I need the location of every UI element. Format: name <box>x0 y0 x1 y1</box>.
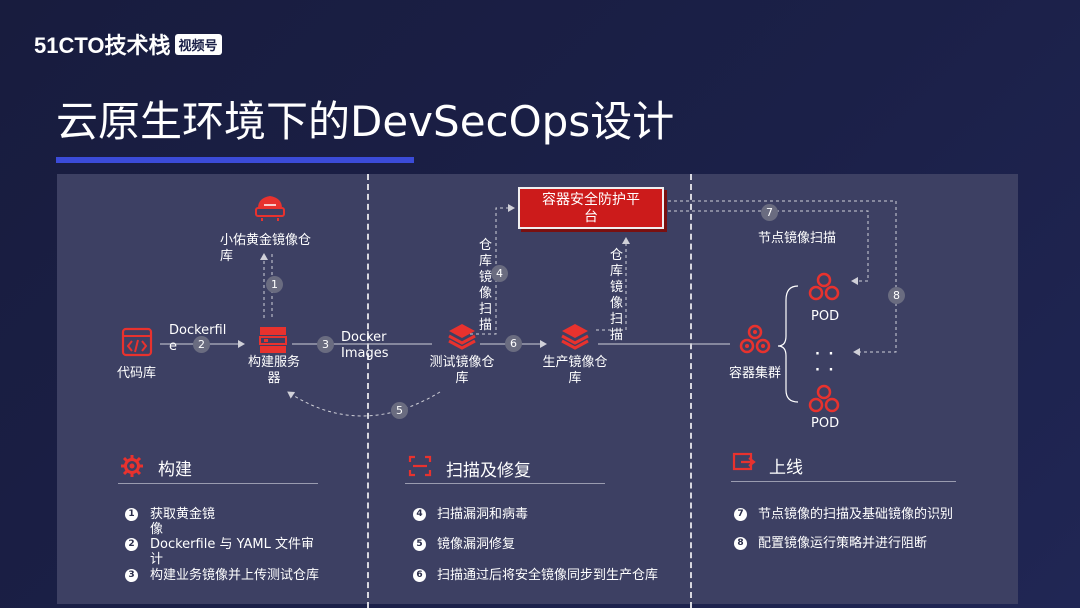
section-deploy-title: 上线 <box>769 458 803 478</box>
build-item-1: 获取黄金镜 像 <box>150 507 216 537</box>
section-build-underline <box>118 483 318 484</box>
pod-bottom-icon <box>808 384 840 413</box>
page-title: 云原生环境下的DevSecOps设计 <box>56 97 675 146</box>
golden-repo-icon <box>255 196 285 221</box>
security-platform-label: 容器安全防护平 台 <box>542 192 640 225</box>
build-server-label: 构建服务 器 <box>247 355 300 386</box>
scan-item-6-num: 6 <box>413 569 426 582</box>
deploy-icon <box>732 452 756 471</box>
step-8: 8 <box>888 287 905 304</box>
title-underline <box>56 157 414 163</box>
build-item-2-num: 2 <box>125 538 138 551</box>
cluster-label: 容器集群 <box>729 366 782 381</box>
prod-repo-icon <box>561 324 589 350</box>
diagram-panel <box>57 174 1018 604</box>
divider-right <box>690 174 692 608</box>
golden-repo-label: 小佑黄金镜像仓 库 <box>220 233 312 264</box>
build-item-1-num: 1 <box>125 508 138 521</box>
section-deploy-underline <box>731 481 956 482</box>
deploy-item-7: 节点镜像的扫描及基础镜像的识别 <box>758 507 954 522</box>
pod-top-label: POD <box>811 309 840 324</box>
step-7: 7 <box>761 204 778 221</box>
docker-images-label: Docker Images <box>341 330 389 361</box>
step-1: 1 <box>266 276 283 293</box>
step-4: 4 <box>491 265 508 282</box>
divider-left <box>367 174 369 608</box>
code-repo-icon <box>121 327 153 357</box>
repo-scan-left-label: 仓 库 镜 像 扫 描 <box>479 238 493 333</box>
brand-badge: 视频号 <box>174 33 222 55</box>
pod-top-icon <box>808 272 840 301</box>
scan-item-5-num: 5 <box>413 538 426 551</box>
build-item-2: Dockerfile 与 YAML 文件审 计 <box>150 537 314 567</box>
deploy-item-8: 配置镜像运行策略并进行阻断 <box>758 536 928 551</box>
step-6: 6 <box>505 335 522 352</box>
section-build-title: 构建 <box>158 460 192 480</box>
gear-icon <box>121 455 143 477</box>
section-scan-title: 扫描及修复 <box>446 461 531 481</box>
test-repo-icon <box>448 324 476 350</box>
prod-repo-label: 生产镜像仓 库 <box>542 355 608 386</box>
pods-ellipsis: · · · · <box>815 347 836 378</box>
scan-item-5: 镜像漏洞修复 <box>437 537 516 552</box>
step-5: 5 <box>391 402 408 419</box>
cluster-icon <box>739 324 771 354</box>
build-server-icon <box>259 327 287 353</box>
step-2: 2 <box>193 336 210 353</box>
step-3: 3 <box>317 336 334 353</box>
code-repo-label: 代码库 <box>117 366 157 381</box>
scan-item-4-num: 4 <box>413 508 426 521</box>
scan-icon <box>408 455 432 477</box>
build-item-3-num: 3 <box>125 569 138 582</box>
brand-name: 51CTO技术栈 <box>34 33 171 58</box>
deploy-item-8-num: 8 <box>734 537 747 550</box>
deploy-item-7-num: 7 <box>734 508 747 521</box>
scan-item-4: 扫描漏洞和病毒 <box>437 507 529 522</box>
brand-logo: 51CTO技术栈 视频号 <box>34 28 222 60</box>
node-scan-label: 节点镜像扫描 <box>758 231 837 246</box>
section-scan-underline <box>405 483 605 484</box>
scan-item-6: 扫描通过后将安全镜像同步到生产仓库 <box>437 568 659 583</box>
build-item-3: 构建业务镜像并上传测试仓库 <box>150 568 320 583</box>
security-platform-box: 容器安全防护平 台 <box>518 187 664 229</box>
test-repo-label: 测试镜像仓 库 <box>429 355 495 386</box>
pod-bottom-label: POD <box>811 416 840 431</box>
dockerfile-label: Dockerfil e <box>169 323 227 354</box>
repo-scan-right-label: 仓 库 镜 像 扫 描 <box>610 248 624 343</box>
